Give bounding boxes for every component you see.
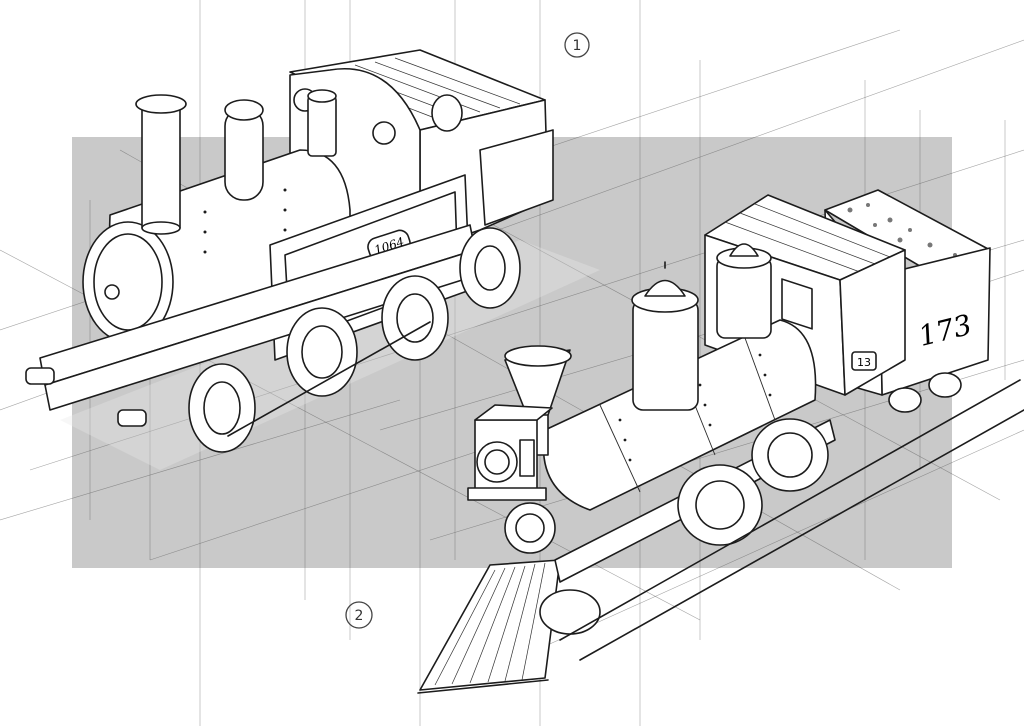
marker-two: 2 bbox=[345, 601, 373, 629]
rivets-two bbox=[618, 353, 772, 462]
svg-text:2: 2 bbox=[355, 608, 364, 624]
coal-load bbox=[847, 203, 957, 264]
svg-text:13: 13 bbox=[857, 356, 871, 369]
rivets bbox=[203, 188, 287, 254]
american-engine-173: 173 13 bbox=[417, 189, 1024, 694]
marker-one: 1 bbox=[564, 32, 590, 58]
svg-text:1: 1 bbox=[573, 38, 582, 54]
tank-engine-1064: 1064 bbox=[25, 49, 600, 470]
